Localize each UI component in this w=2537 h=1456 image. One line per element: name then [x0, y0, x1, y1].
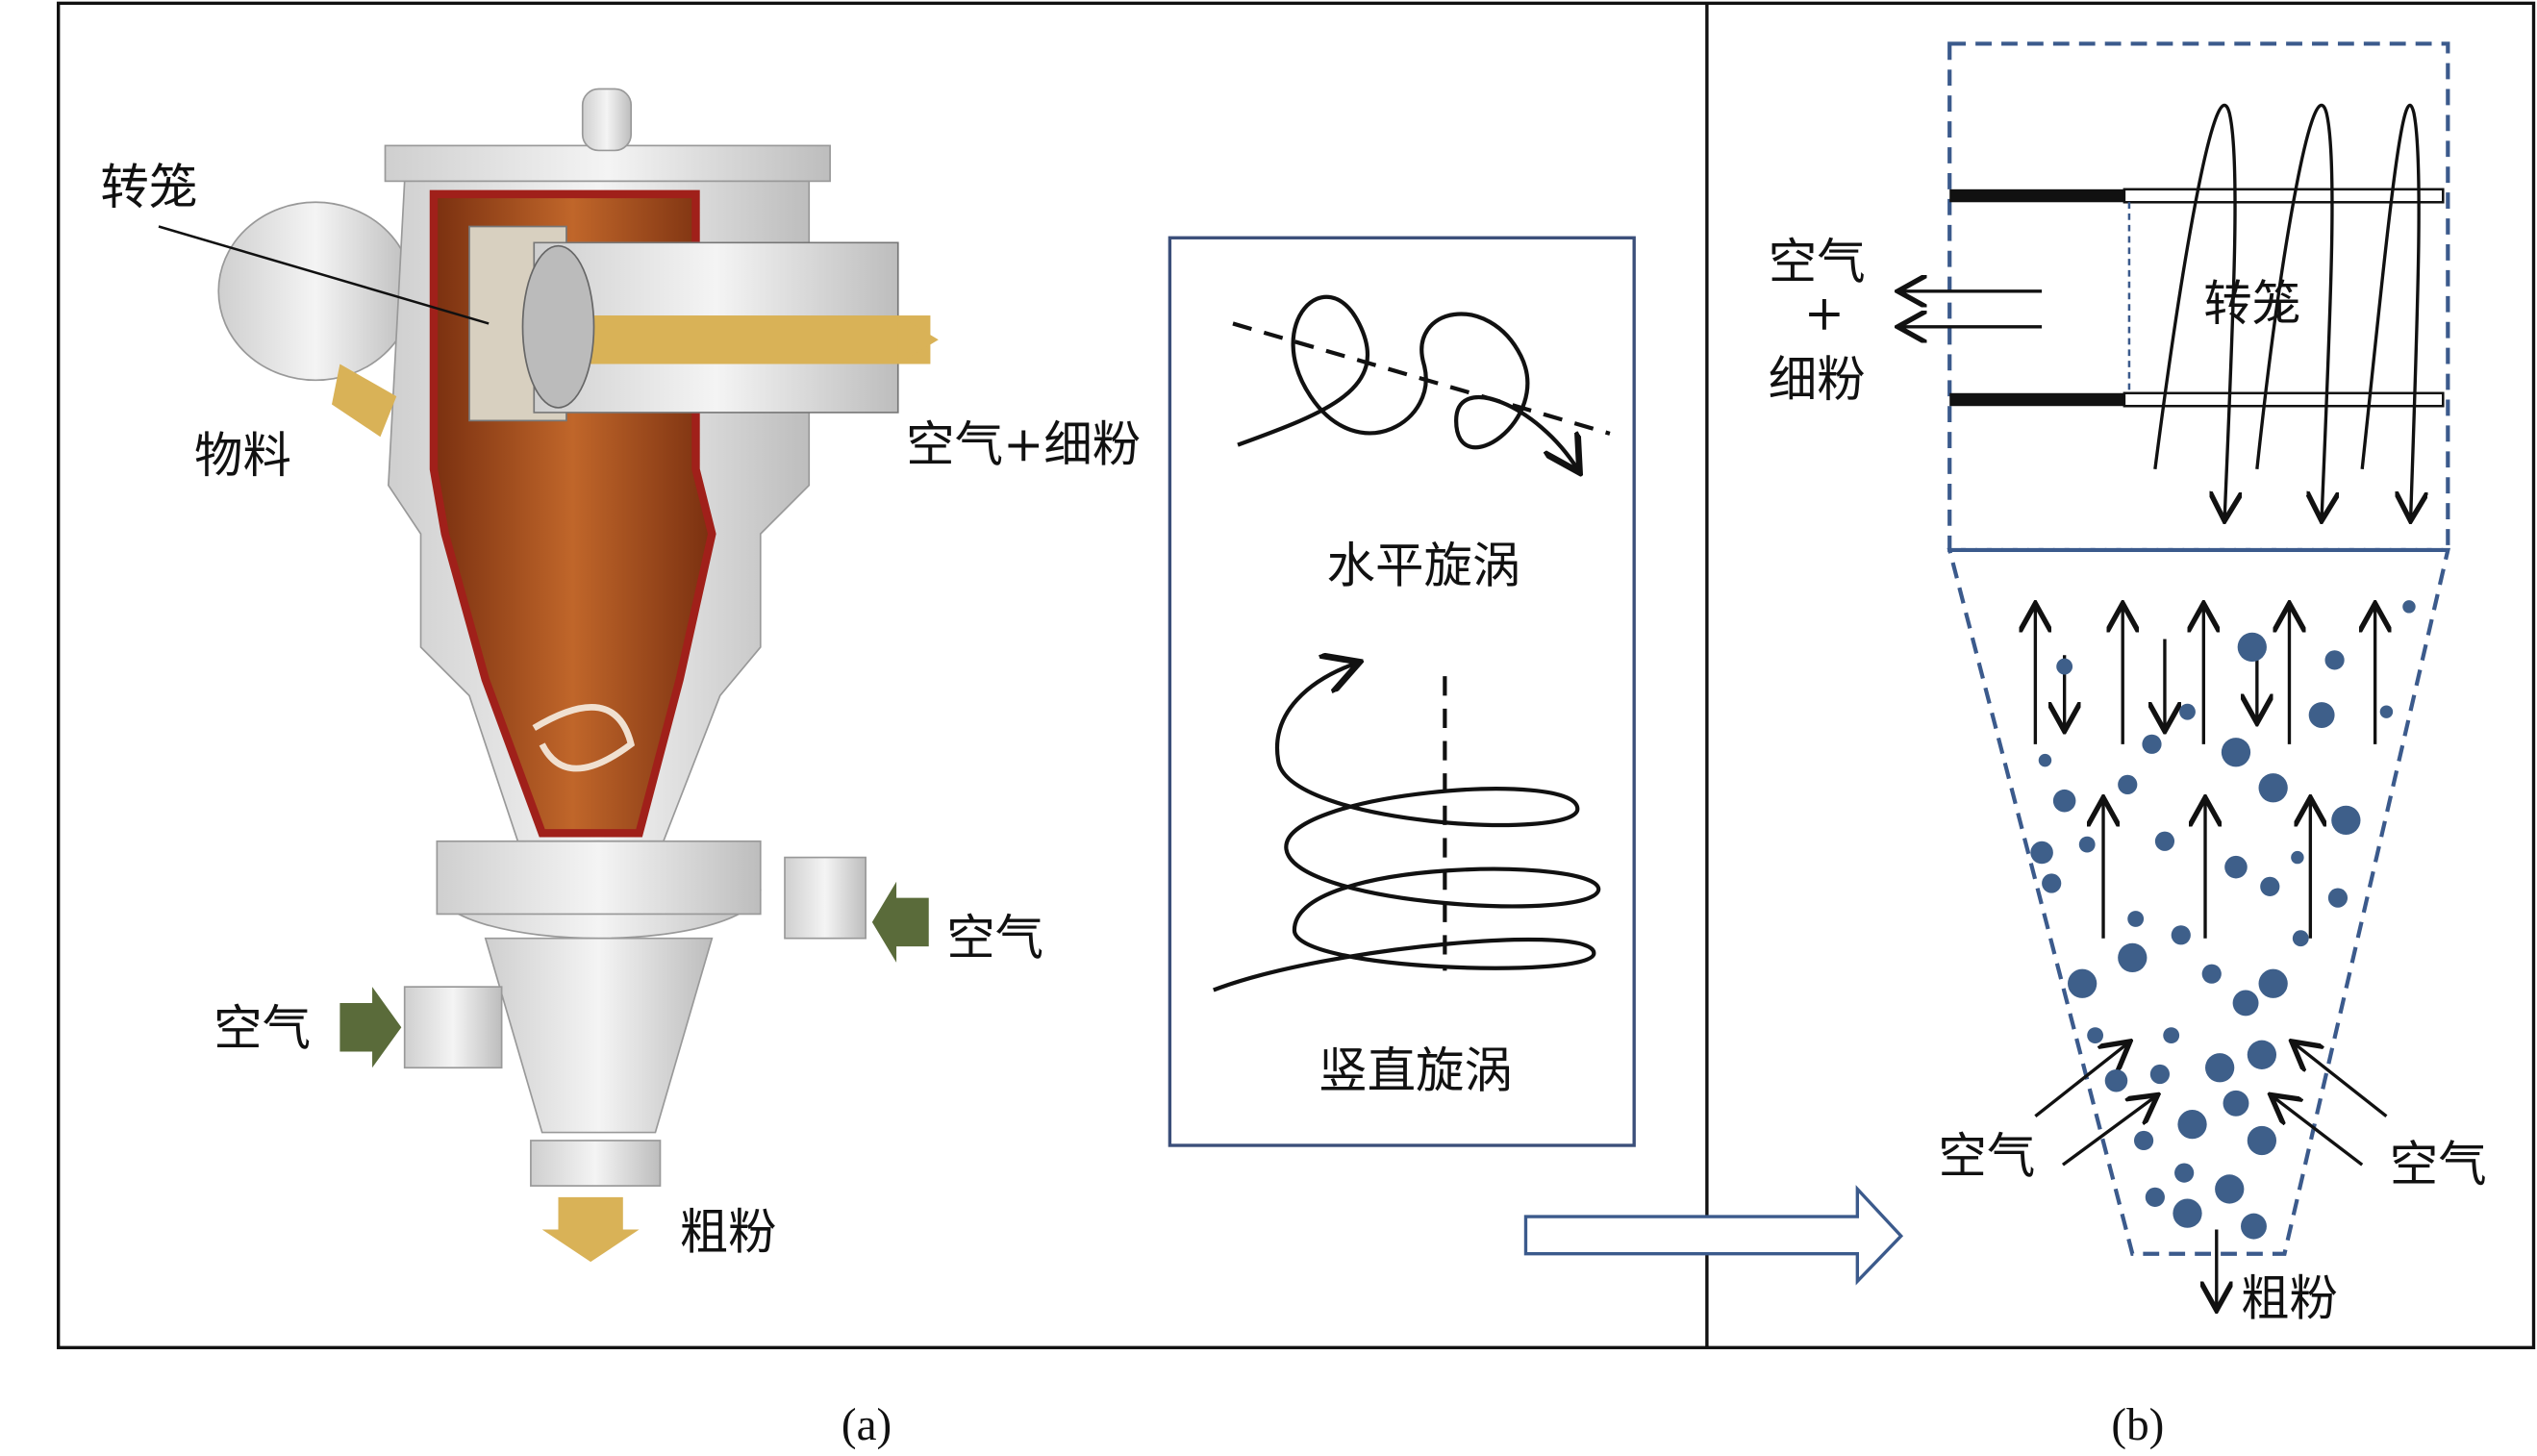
- upper-chamber-outline: [1947, 41, 2450, 553]
- label-material: 物料: [194, 427, 291, 484]
- label-air-left: 空气: [214, 1000, 311, 1057]
- label-air-fine-powder: 空气+细粉: [906, 415, 1141, 472]
- label-air-right: 空气: [946, 910, 1043, 966]
- horizontal-vortex-icon: [1237, 294, 1577, 469]
- label-horizontal-vortex: 水平旋涡: [1327, 538, 1521, 594]
- vortex-inset: 水平旋涡 竖直旋涡: [1168, 236, 1636, 1147]
- outer-frame: [57, 1, 2536, 1349]
- rotor-flow-arrows: [2153, 104, 2419, 517]
- label-air-right-b: 空气: [2390, 1136, 2487, 1192]
- label-plus: +: [1804, 285, 1845, 341]
- vertical-vortex-icon: [1213, 664, 1601, 992]
- rotor-cage-leader-line: [158, 225, 490, 325]
- label-fine-powder: 细粉: [1769, 351, 1866, 408]
- label-coarse-powder: 粗粉: [680, 1204, 777, 1261]
- classifier-machine-illustration: [217, 88, 939, 1263]
- caption-a: (a): [841, 1400, 892, 1450]
- cone-outline: [1947, 547, 2450, 1256]
- horizontal-axis-line: [1232, 321, 1611, 436]
- caption-b: (b): [2111, 1400, 2164, 1450]
- transition-arrow-icon: [1523, 1185, 1904, 1286]
- particles: [2030, 600, 2416, 1240]
- panel-b-schematic: 空气 + 细粉 转笼 空气 空气 粗粉: [1769, 41, 2487, 1327]
- label-air-top: 空气: [1769, 233, 1866, 289]
- label-coarse-powder-b: 粗粉: [2241, 1270, 2338, 1327]
- label-vertical-vortex: 竖直旋涡: [1319, 1042, 1513, 1098]
- label-air-left-b: 空气: [1938, 1128, 2035, 1185]
- label-rotor-cage-b: 转笼: [2203, 275, 2300, 332]
- label-rotor-cage: 转笼: [100, 159, 197, 215]
